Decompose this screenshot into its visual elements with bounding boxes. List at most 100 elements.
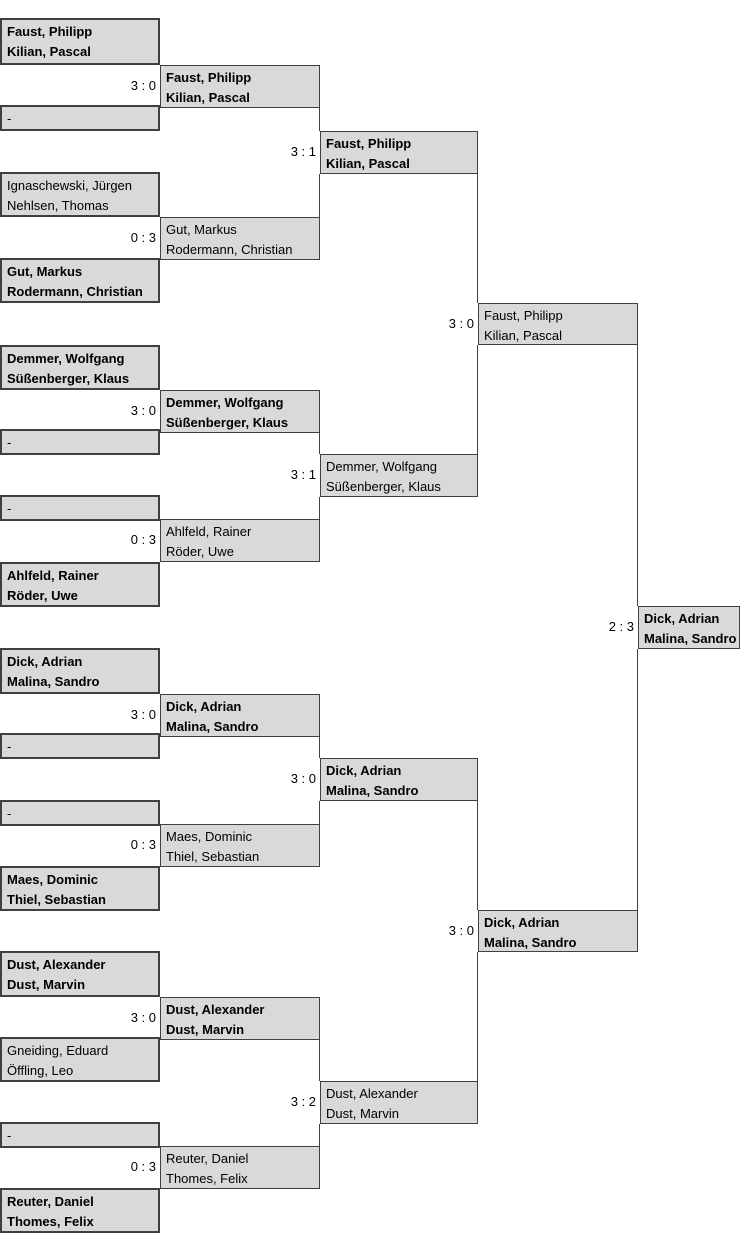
team-line-1: Faust, Philipp bbox=[7, 24, 93, 39]
qf-slot-5-dick-malina: Dick, Adrian Malina, Sandro bbox=[160, 694, 320, 737]
r16-slot-10-bye: - bbox=[0, 733, 160, 759]
team-line-2: Öffling, Leo bbox=[7, 1063, 74, 1078]
team-line-1: Gut, Markus bbox=[166, 222, 237, 237]
team-line-1: Dick, Adrian bbox=[484, 915, 560, 930]
match-score: 0 : 3 bbox=[130, 1159, 156, 1174]
sf-slot-4-dust-dust: Dust, Alexander Dust, Marvin bbox=[320, 1081, 478, 1124]
team-line-1: Faust, Philipp bbox=[166, 70, 252, 85]
team-line-2: Süßenberger, Klaus bbox=[326, 479, 441, 494]
qf-slot-8-reuter-thomes: Reuter, Daniel Thomes, Felix bbox=[160, 1146, 320, 1189]
team-line-2: Kilian, Pascal bbox=[7, 44, 91, 59]
r16-slot-4-gut-rodermann: Gut, Markus Rodermann, Christian bbox=[0, 258, 160, 303]
connector-line bbox=[477, 345, 478, 454]
team-line-2: Malina, Sandro bbox=[326, 783, 419, 798]
team-line-1: Dust, Alexander bbox=[166, 1002, 265, 1017]
team-line-1: Gut, Markus bbox=[7, 264, 83, 279]
connector-line bbox=[319, 497, 320, 519]
r16-slot-2-bye: - bbox=[0, 105, 160, 131]
bye-marker: - bbox=[7, 435, 12, 450]
team-line-1: Dick, Adrian bbox=[644, 611, 720, 626]
r16-slot-1-faust-kilian: Faust, Philipp Kilian, Pascal bbox=[0, 18, 160, 65]
match-score: 0 : 3 bbox=[130, 230, 156, 245]
connector-line bbox=[477, 801, 478, 910]
team-line-2: Kilian, Pascal bbox=[326, 156, 410, 171]
team-line-1: Dust, Alexander bbox=[7, 957, 106, 972]
connector-line bbox=[319, 1040, 320, 1081]
r16-slot-7-bye: - bbox=[0, 495, 160, 521]
connector-line bbox=[477, 952, 478, 1081]
team-line-1: Reuter, Daniel bbox=[166, 1151, 249, 1166]
team-line-1: Dick, Adrian bbox=[166, 699, 242, 714]
r16-slot-14-gneiding-oeffling: Gneiding, Eduard Öffling, Leo bbox=[0, 1037, 160, 1082]
match-score: 2 : 3 bbox=[608, 619, 634, 634]
team-line-2: Thiel, Sebastian bbox=[166, 849, 260, 864]
team-line-2: Dust, Marvin bbox=[326, 1106, 399, 1121]
r16-slot-13-dust-dust: Dust, Alexander Dust, Marvin bbox=[0, 951, 160, 997]
r16-slot-5-demmer-suessenberger: Demmer, Wolfgang Süßenberger, Klaus bbox=[0, 345, 160, 390]
team-line-2: Kilian, Pascal bbox=[484, 328, 563, 343]
team-line-1: Faust, Philipp bbox=[484, 308, 563, 323]
team-line-2: Röder, Uwe bbox=[7, 588, 78, 603]
team-line-2: Kilian, Pascal bbox=[166, 90, 250, 105]
team-line-2: Malina, Sandro bbox=[484, 935, 577, 950]
team-line-1: Dick, Adrian bbox=[7, 654, 83, 669]
sf-slot-1-faust-kilian: Faust, Philipp Kilian, Pascal bbox=[320, 131, 478, 174]
team-line-2: Thomes, Felix bbox=[166, 1171, 248, 1186]
bye-marker: - bbox=[7, 1128, 12, 1143]
match-score: 3 : 0 bbox=[130, 78, 156, 93]
connector-line bbox=[319, 801, 320, 824]
bye-marker: - bbox=[7, 501, 12, 516]
team-line-1: Maes, Dominic bbox=[166, 829, 252, 844]
qf-slot-7-dust-dust: Dust, Alexander Dust, Marvin bbox=[160, 997, 320, 1040]
r16-slot-6-bye: - bbox=[0, 429, 160, 455]
match-score: 3 : 1 bbox=[290, 144, 316, 159]
team-line-2: Malina, Sandro bbox=[644, 631, 737, 646]
match-score: 0 : 3 bbox=[130, 532, 156, 547]
final-slot-1-faust-kilian: Faust, Philipp Kilian, Pascal bbox=[478, 303, 638, 345]
qf-slot-4-ahlfeld-roeder: Ahlfeld, Rainer Röder, Uwe bbox=[160, 519, 320, 562]
team-line-1: Demmer, Wolfgang bbox=[326, 459, 438, 474]
qf-slot-6-maes-thiel: Maes, Dominic Thiel, Sebastian bbox=[160, 824, 320, 867]
qf-slot-2-gut-rodermann: Gut, Markus Rodermann, Christian bbox=[160, 217, 320, 260]
connector-line bbox=[477, 174, 478, 303]
r16-slot-3-ignaschewski-nehlsen: Ignaschewski, Jürgen Nehlsen, Thomas bbox=[0, 172, 160, 217]
team-line-1: Dick, Adrian bbox=[326, 763, 402, 778]
final-slot-2-dick-malina: Dick, Adrian Malina, Sandro bbox=[478, 910, 638, 952]
team-line-2: Thomes, Felix bbox=[7, 1214, 94, 1229]
match-score: 3 : 0 bbox=[130, 707, 156, 722]
match-score: 3 : 1 bbox=[290, 467, 316, 482]
team-line-1: Demmer, Wolfgang bbox=[7, 351, 125, 366]
team-line-2: Malina, Sandro bbox=[7, 674, 100, 689]
sf-slot-2-demmer-suessenberger: Demmer, Wolfgang Süßenberger, Klaus bbox=[320, 454, 478, 497]
team-line-2: Thiel, Sebastian bbox=[7, 892, 106, 907]
team-line-1: Ahlfeld, Rainer bbox=[7, 568, 99, 583]
r16-slot-8-ahlfeld-roeder: Ahlfeld, Rainer Röder, Uwe bbox=[0, 562, 160, 607]
r16-slot-9-dick-malina: Dick, Adrian Malina, Sandro bbox=[0, 648, 160, 694]
match-score: 3 : 0 bbox=[290, 771, 316, 786]
team-line-2: Süßenberger, Klaus bbox=[7, 371, 130, 386]
team-line-2: Dust, Marvin bbox=[7, 977, 86, 992]
sf-slot-3-dick-malina: Dick, Adrian Malina, Sandro bbox=[320, 758, 478, 801]
team-line-2: Rodermann, Christian bbox=[166, 242, 293, 257]
connector-line bbox=[319, 433, 320, 454]
team-line-1: Maes, Dominic bbox=[7, 872, 99, 887]
team-line-1: Dust, Alexander bbox=[326, 1086, 418, 1101]
qf-slot-3-demmer-suessenberger: Demmer, Wolfgang Süßenberger, Klaus bbox=[160, 390, 320, 433]
team-line-2: Dust, Marvin bbox=[166, 1022, 245, 1037]
team-line-2: Röder, Uwe bbox=[166, 544, 234, 559]
connector-line bbox=[637, 345, 638, 606]
team-line-1: Reuter, Daniel bbox=[7, 1194, 94, 1209]
r16-slot-16-reuter-thomes: Reuter, Daniel Thomes, Felix bbox=[0, 1188, 160, 1233]
team-line-2: Süßenberger, Klaus bbox=[166, 415, 289, 430]
match-score: 3 : 0 bbox=[448, 316, 474, 331]
match-score: 3 : 2 bbox=[290, 1094, 316, 1109]
champion-slot-dick-malina: Dick, Adrian Malina, Sandro bbox=[638, 606, 740, 649]
bye-marker: - bbox=[7, 111, 12, 126]
team-line-1: Ahlfeld, Rainer bbox=[166, 524, 252, 539]
team-line-1: Faust, Philipp bbox=[326, 136, 412, 151]
connector-line bbox=[319, 737, 320, 758]
r16-slot-11-bye: - bbox=[0, 800, 160, 826]
r16-slot-12-maes-thiel: Maes, Dominic Thiel, Sebastian bbox=[0, 866, 160, 911]
connector-line bbox=[319, 174, 320, 217]
bye-marker: - bbox=[7, 806, 12, 821]
